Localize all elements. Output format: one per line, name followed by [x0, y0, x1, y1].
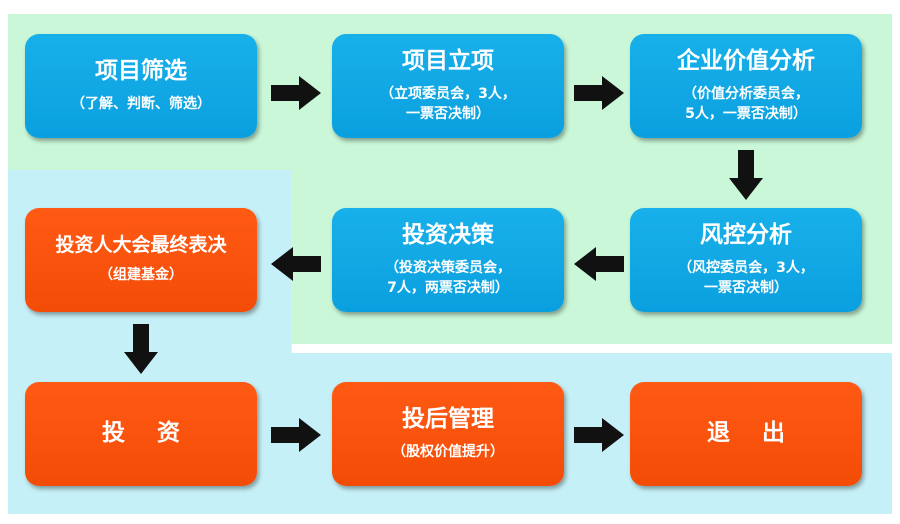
step-title: 投后管理 — [402, 406, 494, 433]
step-subtitle: （立项委员会，3人， 一票否决制） — [380, 85, 516, 122]
step-valuation: 企业价值分析 （价值分析委员会， 5人，一票否决制） — [630, 34, 862, 138]
step-title: 项目立项 — [402, 47, 494, 74]
step-subtitle: （了解、判断、筛选） — [71, 95, 211, 112]
arrow-left-icon — [574, 247, 624, 281]
arrow-right-icon — [574, 418, 624, 452]
step-screening: 项目筛选 （了解、判断、筛选） — [25, 34, 257, 138]
step-title: 投资人大会最终表决 — [55, 234, 227, 257]
step-title: 投 资 — [101, 420, 192, 447]
step-decision: 投资决策 （投资决策委员会， 7人，两票否决制） — [332, 208, 564, 312]
arrow-right-icon — [271, 76, 321, 110]
step-title: 项目筛选 — [95, 58, 187, 85]
step-title: 投资决策 — [402, 221, 494, 248]
step-invest: 投 资 — [25, 382, 257, 486]
step-subtitle: （价值分析委员会， 5人，一票否决制） — [683, 85, 809, 122]
step-title: 退 出 — [706, 420, 797, 447]
arrow-right-icon — [271, 418, 321, 452]
step-approval: 项目立项 （立项委员会，3人， 一票否决制） — [332, 34, 564, 138]
step-title: 风控分析 — [700, 221, 792, 248]
step-investor-meeting: 投资人大会最终表决 （组建基金） — [25, 208, 257, 312]
step-post-management: 投后管理 （股权价值提升） — [332, 382, 564, 486]
step-subtitle: （股权价值提升） — [392, 443, 504, 460]
arrow-down-icon — [124, 324, 158, 374]
step-risk: 风控分析 （风控委员会，3人， 一票否决制） — [630, 208, 862, 312]
step-exit: 退 出 — [630, 382, 862, 486]
arrow-down-icon — [729, 150, 763, 200]
arrow-right-icon — [574, 76, 624, 110]
step-title: 企业价值分析 — [677, 47, 815, 74]
arrow-left-icon — [271, 247, 321, 281]
step-subtitle: （组建基金） — [99, 267, 183, 284]
step-subtitle: （投资决策委员会， 7人，两票否决制） — [385, 259, 511, 296]
step-subtitle: （风控委员会，3人， 一票否决制） — [678, 259, 814, 296]
